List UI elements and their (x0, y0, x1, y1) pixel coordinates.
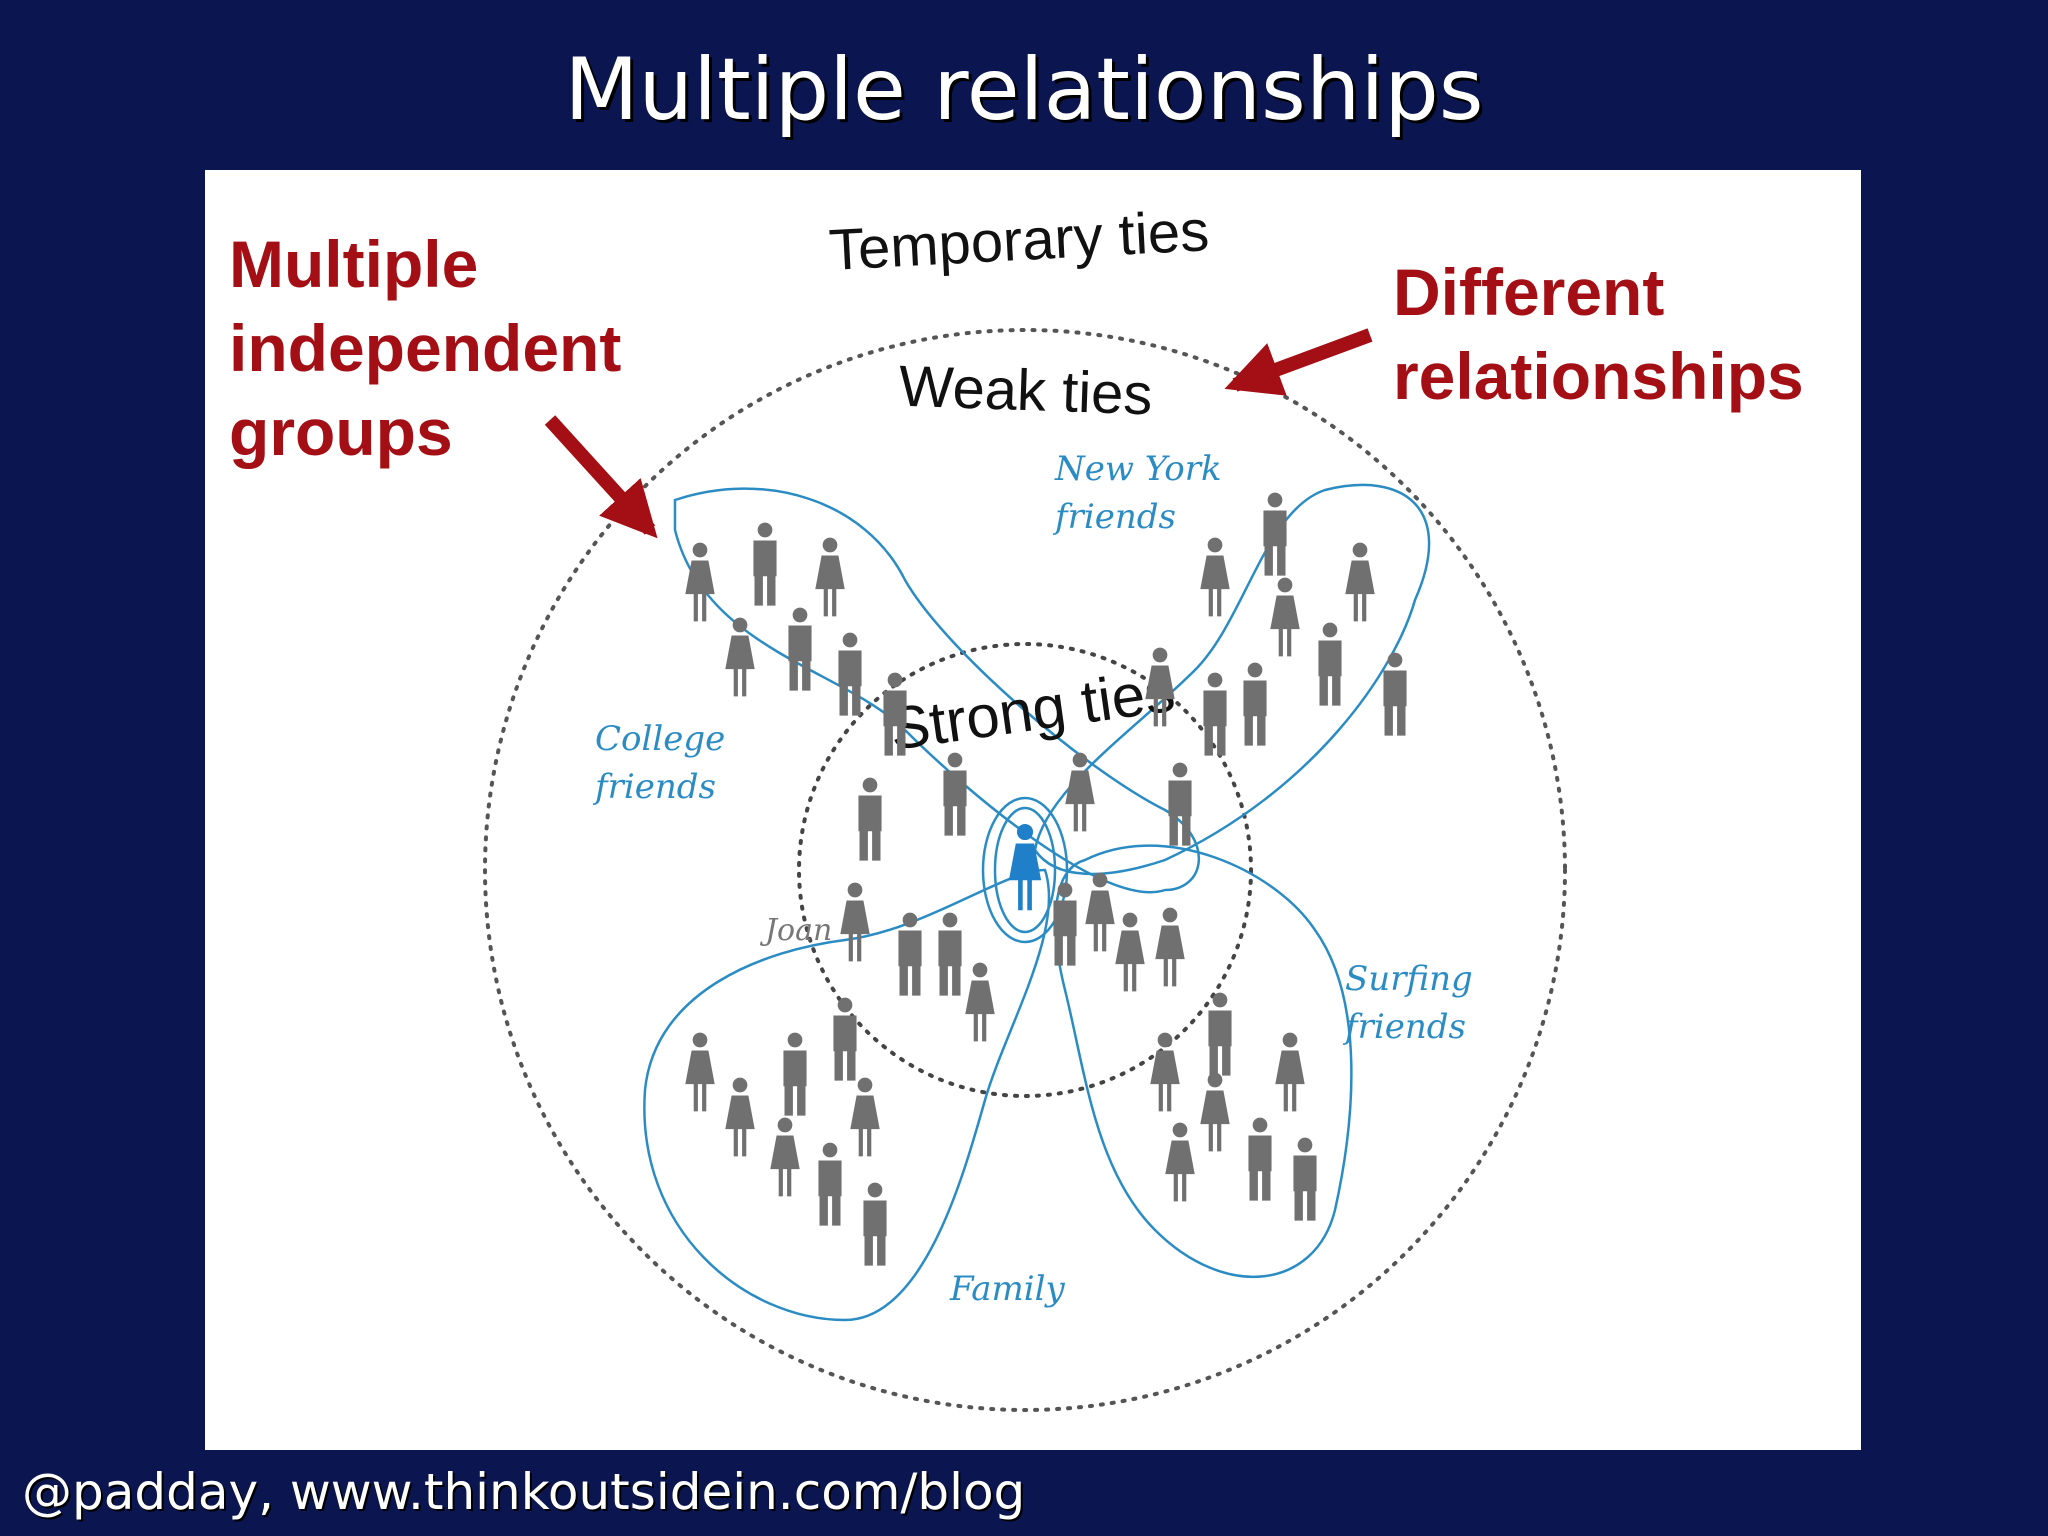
college-friends-label-line2: friends (592, 767, 716, 807)
new-york-friends-label: New York friends (1052, 449, 1232, 537)
person-icon (938, 912, 962, 996)
center-outline-inner (993, 806, 1057, 934)
surfing-friends-label-line2: friends (1342, 1007, 1466, 1047)
person-icon (685, 542, 715, 622)
person-icon (1263, 492, 1287, 576)
person-icon (863, 1182, 887, 1266)
surfing-friends-label-line1: Surfing (1345, 959, 1473, 999)
new-york-friends-label-line2: friends (1052, 497, 1176, 537)
person-icon (943, 752, 967, 836)
college-friends-label-line1: College (595, 719, 725, 759)
person-icon (1208, 992, 1232, 1076)
person-icon (783, 1032, 807, 1116)
person-icon (1165, 1122, 1195, 1202)
annotation-left-line3: groups (229, 395, 453, 469)
new-york-friends-outline (1033, 483, 1431, 876)
inner-ring (797, 642, 1253, 1098)
people-layer (685, 492, 1407, 1266)
person-icon (1065, 752, 1095, 832)
person-icon (883, 672, 907, 756)
person-icon (1243, 662, 1267, 746)
right-annotation-arrow (1224, 328, 1373, 396)
diagram-panel: Temporary ties Weak ties Strong ties New… (205, 170, 1861, 1450)
person-icon (838, 632, 862, 716)
person-icon (1248, 1117, 1272, 1201)
weak-ties-label: Weak ties (898, 354, 1154, 428)
different-relationships-annotation: Different relationships (1393, 250, 1804, 418)
annotation-right-line1: Different (1393, 255, 1665, 329)
person-icon (1270, 577, 1300, 657)
slide-title: Multiple relationships (564, 40, 1484, 140)
surfing-friends-label: Surfing friends (1342, 959, 1484, 1047)
footer-credit: @padday, www.thinkoutsidein.com/blog (22, 1463, 1026, 1521)
person-icon (1200, 1072, 1230, 1152)
family-label: Family (949, 1269, 1066, 1309)
person-icon (1275, 1032, 1305, 1112)
family-outline (643, 868, 1051, 1322)
person-icon (1200, 537, 1230, 617)
person-icon (1203, 672, 1227, 756)
outer-ring (483, 328, 1567, 1412)
person-icon (1168, 762, 1192, 846)
person-icon (1345, 542, 1375, 622)
person-icon (725, 617, 755, 697)
person-icon (1150, 1032, 1180, 1112)
person-icon (1155, 907, 1185, 987)
person-icon (685, 1032, 715, 1112)
person-icon (815, 537, 845, 617)
person-icon (1293, 1137, 1317, 1221)
annotation-right-line2: relationships (1393, 339, 1804, 413)
person-icon (753, 522, 777, 606)
person-icon (818, 1142, 842, 1226)
person-icon (858, 777, 882, 861)
person-icon (965, 962, 995, 1042)
person-icon (898, 912, 922, 996)
person-icon (1085, 872, 1115, 952)
person-icon (1383, 652, 1407, 736)
person-icon (725, 1077, 755, 1157)
center-person-icon (1008, 823, 1042, 911)
new-york-friends-label-line1: New York (1054, 449, 1222, 489)
annotation-left-line2: independent (229, 311, 622, 385)
strong-ties-label: Strong ties (885, 657, 1178, 763)
center-outline (981, 796, 1069, 944)
surfing-friends-outline (1054, 844, 1353, 1278)
social-circles-diagram: Temporary ties Weak ties Strong ties New… (483, 198, 1567, 1412)
person-icon (1053, 882, 1077, 966)
person-icon (850, 1077, 880, 1157)
person-icon (1115, 912, 1145, 992)
college-friends-label: College friends (592, 719, 736, 807)
person-icon (833, 997, 857, 1081)
left-annotation-arrow (544, 415, 658, 539)
temporary-ties-label: Temporary ties (827, 198, 1210, 283)
joan-label: Joan (759, 913, 832, 948)
multiple-independent-groups-annotation: Multiple independent groups (229, 222, 621, 474)
college-friends-outline (673, 487, 1201, 894)
person-icon (840, 882, 870, 962)
person-icon (1318, 622, 1342, 706)
annotation-left-line1: Multiple (229, 227, 479, 301)
person-icon (788, 607, 812, 691)
person-icon (770, 1117, 800, 1197)
person-icon (1145, 647, 1175, 727)
